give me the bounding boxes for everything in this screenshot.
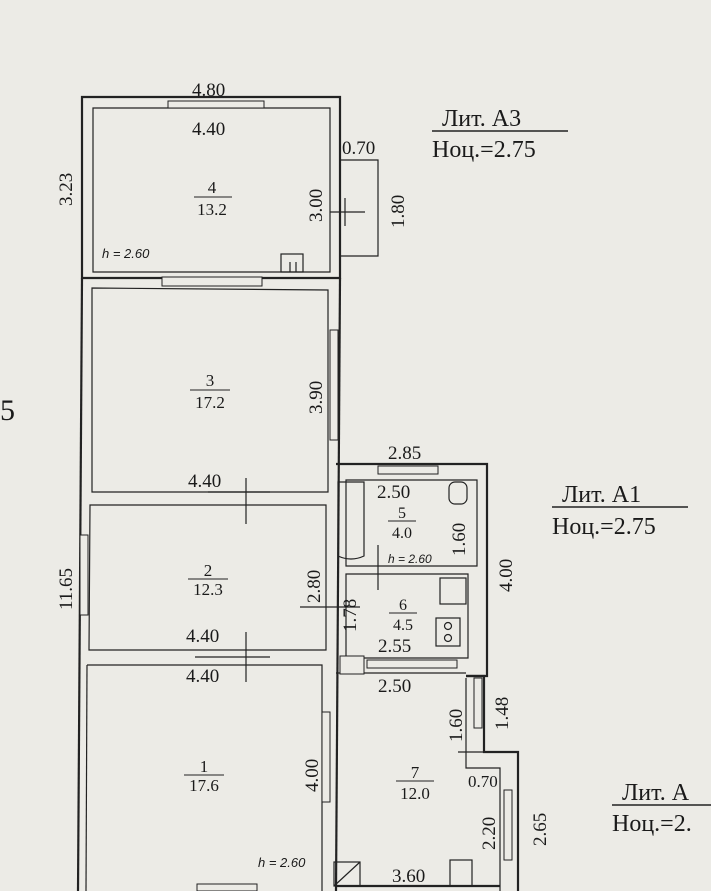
dim-room4-left: 3.23 xyxy=(56,173,77,206)
dim-room4-width: 4.40 xyxy=(192,119,225,140)
door xyxy=(339,655,365,675)
dim-room1-top: 4.40 xyxy=(186,666,219,687)
dim-room3-right: 3.90 xyxy=(306,381,327,414)
room-2-label: 2 12.3 xyxy=(188,561,228,599)
room-6-inner xyxy=(345,573,469,659)
dim-room2-bottom: 4.40 xyxy=(186,626,219,647)
dim-step-width: 0.70 xyxy=(468,772,498,791)
dim-a1-right: 4.00 xyxy=(496,559,517,592)
room-area: 4.0 xyxy=(392,525,412,542)
dim-room2-right: 2.80 xyxy=(304,570,325,603)
block-a-height: Ноц.=2. xyxy=(612,811,692,837)
dim-top-outer: 4.80 xyxy=(192,80,225,101)
room-1-label: 1 17.6 xyxy=(184,757,224,795)
room-number: 4 xyxy=(208,178,217,197)
walls xyxy=(76,95,520,891)
window xyxy=(329,329,339,441)
dim-room1-right: 4.00 xyxy=(302,759,323,792)
room-5-ceiling: h = 2.60 xyxy=(388,552,432,566)
dim-ticks xyxy=(195,478,500,753)
room-number: 7 xyxy=(411,763,420,782)
room-number: 1 xyxy=(200,757,209,776)
room-6-label: 6 4.5 xyxy=(389,597,417,634)
burner-icon xyxy=(443,621,453,631)
room-area: 17.6 xyxy=(189,776,219,795)
dim-room7-right: 2.20 xyxy=(479,817,500,850)
room-1-left xyxy=(85,664,88,891)
fixtures xyxy=(280,253,473,887)
window xyxy=(161,276,263,287)
room-5-inner xyxy=(345,479,478,567)
block-a-lit: Лит. А xyxy=(622,780,690,806)
room-area: 12.3 xyxy=(193,580,223,599)
dim-room7-bottom: 3.60 xyxy=(392,866,425,887)
room-number: 3 xyxy=(206,371,215,390)
dim-room3-bottom: 4.40 xyxy=(188,471,221,492)
block-a3-height: Ноц.=2.75 xyxy=(432,137,536,163)
labels: 5 Лит. А3 Ноц.=2.75 Лит. А1 Ноц.=2.75 Ли… xyxy=(0,80,711,887)
dim-step-right: 1.48 xyxy=(492,697,513,730)
ext-a1-outer xyxy=(336,462,489,678)
window xyxy=(167,100,265,109)
gas-stove-icon xyxy=(435,617,461,647)
room-area: 13.2 xyxy=(197,200,227,219)
dim-porch-width: 0.70 xyxy=(342,138,375,159)
dim-room6-left: 1.78 xyxy=(340,599,361,632)
room-area: 12.0 xyxy=(400,784,430,803)
room-4-ceiling: h = 2.60 xyxy=(102,246,150,261)
room-area: 4.5 xyxy=(393,617,413,634)
page-edge-label: 5 xyxy=(0,394,15,427)
dim-room4-right: 3.00 xyxy=(306,189,327,222)
window xyxy=(366,659,458,669)
sink-icon xyxy=(449,859,473,887)
porch xyxy=(340,159,379,257)
dim-step-height: 1.60 xyxy=(446,709,467,742)
room-number: 6 xyxy=(399,597,407,614)
window xyxy=(196,883,258,891)
sink-icon xyxy=(439,577,467,605)
room-number: 5 xyxy=(398,505,406,522)
boiler-icon xyxy=(333,861,361,887)
toilet-icon xyxy=(448,481,468,505)
room-3-label: 3 17.2 xyxy=(190,371,230,412)
room-1-ceiling: h = 2.60 xyxy=(258,855,306,870)
room-3-inner xyxy=(91,287,329,493)
window xyxy=(321,711,331,803)
block-a3-lit: Лит. А3 xyxy=(442,106,521,132)
stove-icon xyxy=(280,253,304,273)
dim-a1-top: 2.85 xyxy=(388,443,421,464)
dim-room5-right: 1.60 xyxy=(449,523,470,556)
dim-room7-top: 2.50 xyxy=(378,676,411,697)
boiler-icon xyxy=(333,861,361,887)
window xyxy=(79,534,89,616)
window xyxy=(473,677,483,729)
block-a1-height: Ноц.=2.75 xyxy=(552,514,656,540)
dim-room5-top: 2.50 xyxy=(377,482,410,503)
room-7-right xyxy=(465,678,501,891)
block-a1-lit: Лит. А1 xyxy=(562,482,641,508)
bathtub-icon xyxy=(337,481,365,560)
dim-room6-bottom: 2.55 xyxy=(378,636,411,657)
room-1-inner xyxy=(87,664,323,891)
window xyxy=(377,465,439,475)
room-area: 17.2 xyxy=(195,393,225,412)
window xyxy=(503,789,513,861)
dim-porch-length: 1.80 xyxy=(388,195,409,228)
room-4-label: 4 13.2 xyxy=(194,178,232,219)
room-2-inner xyxy=(88,504,327,651)
room-7-label: 7 12.0 xyxy=(396,763,434,803)
room-number: 2 xyxy=(204,561,213,580)
house-right-wall xyxy=(334,277,342,891)
dim-ext-height: 2.65 xyxy=(530,813,551,846)
room-5-label: 5 4.0 xyxy=(388,505,416,542)
windows xyxy=(79,100,513,891)
dim-room2-left: 11.65 xyxy=(56,568,77,610)
burner-icon xyxy=(443,633,453,643)
